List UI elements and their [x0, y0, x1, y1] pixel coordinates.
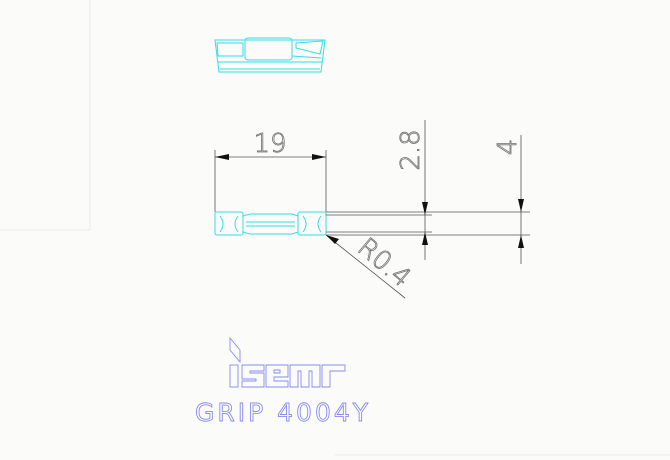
dimension-width-label: 19 — [253, 129, 286, 159]
dimension-thickness-outer-label: 4 — [493, 139, 523, 156]
dimension-corner-radius-label: R0.4 — [352, 232, 417, 293]
dimension-thickness-inner-label: 2.8 — [396, 129, 426, 170]
dimension-corner-radius: R0.4 — [325, 232, 417, 299]
dimension-width: 19 — [214, 129, 327, 212]
iscar-logo — [229, 336, 346, 388]
dimension-thickness-outer: 4 — [493, 135, 524, 264]
insert-top-view — [214, 37, 326, 73]
insert-side-view — [214, 211, 327, 236]
dimension-thickness-inner: 2.8 — [396, 120, 428, 260]
product-label: GRIP 4004Y — [195, 398, 371, 427]
